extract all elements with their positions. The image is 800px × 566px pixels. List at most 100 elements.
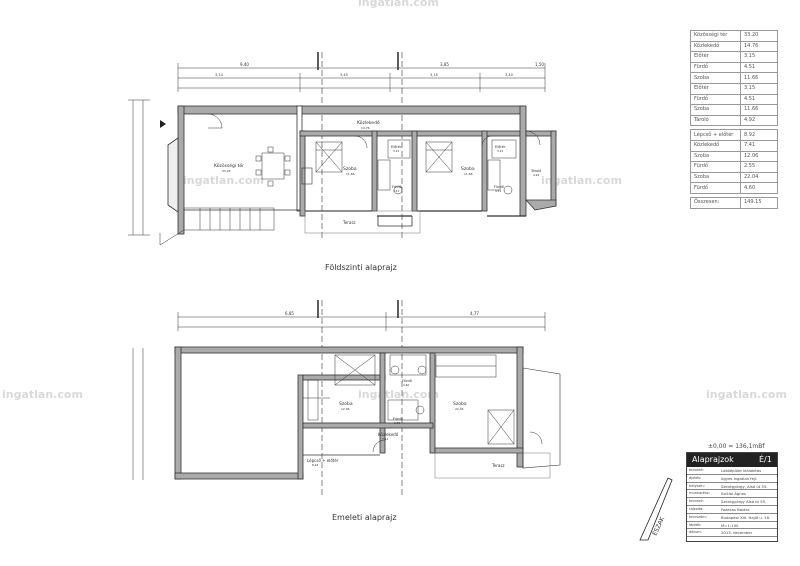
area-room-name: Lépcső + előtér (690, 129, 741, 141)
watermarks: ingatlan.com ingatlan.com ingatlan.com i… (2, 0, 787, 401)
upper-plan-title: Emeleti alaprajz (332, 513, 397, 522)
area-room-value: 11.66 (740, 104, 778, 116)
title-block-value: Fazekas Balázs (721, 506, 750, 512)
title-block: Alaprajzok É/1 tervező: Lakóépület kialak… (686, 452, 778, 542)
title-block-row: tervszám:Budapest XIII. Hajló u. 16. (687, 514, 777, 522)
bathroom-fixtures (377, 139, 517, 195)
area-room-value: 4.51 (740, 61, 778, 74)
area-room-name: Szoba (690, 171, 741, 184)
title-block-value: ügyes ingatlan fejl. (721, 475, 758, 481)
watermark-text: ingatlan.com (358, 388, 439, 401)
room-label: Terasz (491, 463, 505, 468)
title-block-value: Szentgyörgy Alsó út 55. (721, 499, 767, 505)
dimension-label: 3,85 (440, 62, 449, 67)
title-block-value: Sziklai Ágnes (721, 491, 747, 497)
room-area: 7,41 (382, 437, 388, 441)
area-room-value: 7.41 (740, 139, 778, 152)
upper-dimension-lines (132, 312, 546, 480)
title-block-row: rajzolta:Fazekas Balázs (687, 506, 777, 514)
room-label: Szoba (453, 401, 467, 407)
area-room-value: 3.15 (740, 51, 778, 63)
watermark-text: ingatlan.com (706, 388, 787, 401)
ground-room-labels: Közlekedő 14,76 Közösségi tér 33,20 Szob… (214, 120, 541, 225)
dimension-label: 3,45 (340, 73, 348, 77)
dimension-label: 1,50 (535, 62, 544, 67)
area-room-name: Szoba (690, 72, 741, 84)
area-room-name: Fürdő (690, 93, 741, 106)
bed-furniture (315, 141, 453, 173)
dimension-label: 3,40 (505, 73, 513, 77)
title-block-row: dátum:2013. december (687, 529, 777, 538)
room-label: Fürdő (392, 185, 402, 189)
room-label: Szoba (343, 166, 357, 172)
room-area: 4,51 (495, 189, 501, 193)
room-area: 22,04 (455, 407, 464, 411)
ground-staircase (159, 207, 275, 246)
area-room-value: 4.51 (740, 93, 778, 106)
title-block-key: tervező: (689, 499, 704, 504)
area-room-value: 8.92 (740, 129, 778, 141)
dimension-label: 3,14 (215, 73, 224, 77)
upper-staircase (303, 354, 376, 399)
room-area: 4,60 (403, 383, 409, 387)
area-room-name: Szoba (690, 150, 741, 163)
area-room-value: 11.66 (740, 72, 778, 84)
room-area: 2,55 (394, 421, 400, 425)
area-room-name: Közlekedő (690, 40, 741, 53)
sheet-number: É/1 (759, 455, 772, 464)
bathroom-fixtures (387, 354, 427, 421)
room-area: 3,15 (393, 149, 399, 153)
room-area: 4,92 (533, 173, 539, 177)
watermark-text: ingatlan.com (358, 0, 439, 9)
area-room-value: 4.92 (740, 114, 778, 127)
title-block-row: tervező: Lakóépület kialakítás (687, 467, 777, 475)
ground-floor-plan: 9,40 3,85 1,50 3,14 3,45 3,15 3,40 (128, 52, 557, 246)
room-label: Lépcső + előtér (307, 458, 339, 463)
title-block-key: tervszám: (689, 514, 707, 519)
area-room-name: Fürdő (690, 61, 741, 74)
watermark-text: ingatlan.com (183, 174, 264, 187)
room-area: 14,76 (361, 126, 370, 130)
area-room-value: 4.60 (740, 182, 778, 194)
scale-note: ±0,00 = 136,1mBf (708, 443, 765, 450)
area-room-name: Fürdő (690, 161, 741, 173)
title-block-key: helyszín: (689, 483, 705, 488)
room-label: Közlekedő (357, 120, 380, 126)
title-block-rows: tervező: Lakóépület kialakítás építés: ügye… (687, 467, 777, 538)
title-block-value: Lakóépület kialakítás (721, 468, 762, 473)
title-block-key: tervező: (689, 468, 704, 472)
area-room-name: Összesen: (690, 196, 741, 209)
area-room-value: 33.20 (740, 30, 778, 42)
room-label: Előtér (495, 145, 506, 149)
title-block-row: munkarész:Sziklai Ágnes (687, 490, 777, 499)
title-block-value: Szentgyörgy, Alsó út 55. (721, 483, 768, 489)
room-area: 12,06 (341, 407, 350, 411)
area-room-value: 2.55 (740, 161, 778, 173)
area-room-name: Előtér (690, 82, 741, 95)
area-room-name: Előtér (690, 51, 741, 63)
bed-furniture (307, 354, 515, 445)
room-area: 11,66 (464, 172, 473, 176)
area-room-value: 149.15 (740, 196, 778, 209)
area-room-value: 22.04 (740, 171, 778, 184)
title-block-heading: Alaprajzok (692, 455, 734, 464)
room-label: Fürdő (494, 185, 504, 189)
room-label: Fürdő (402, 379, 412, 383)
title-block-key: építés: (689, 475, 702, 480)
ground-dimension-lines (128, 63, 546, 236)
title-block-row: tervező: Szentgyörgy Alsó út 55. (687, 498, 777, 506)
